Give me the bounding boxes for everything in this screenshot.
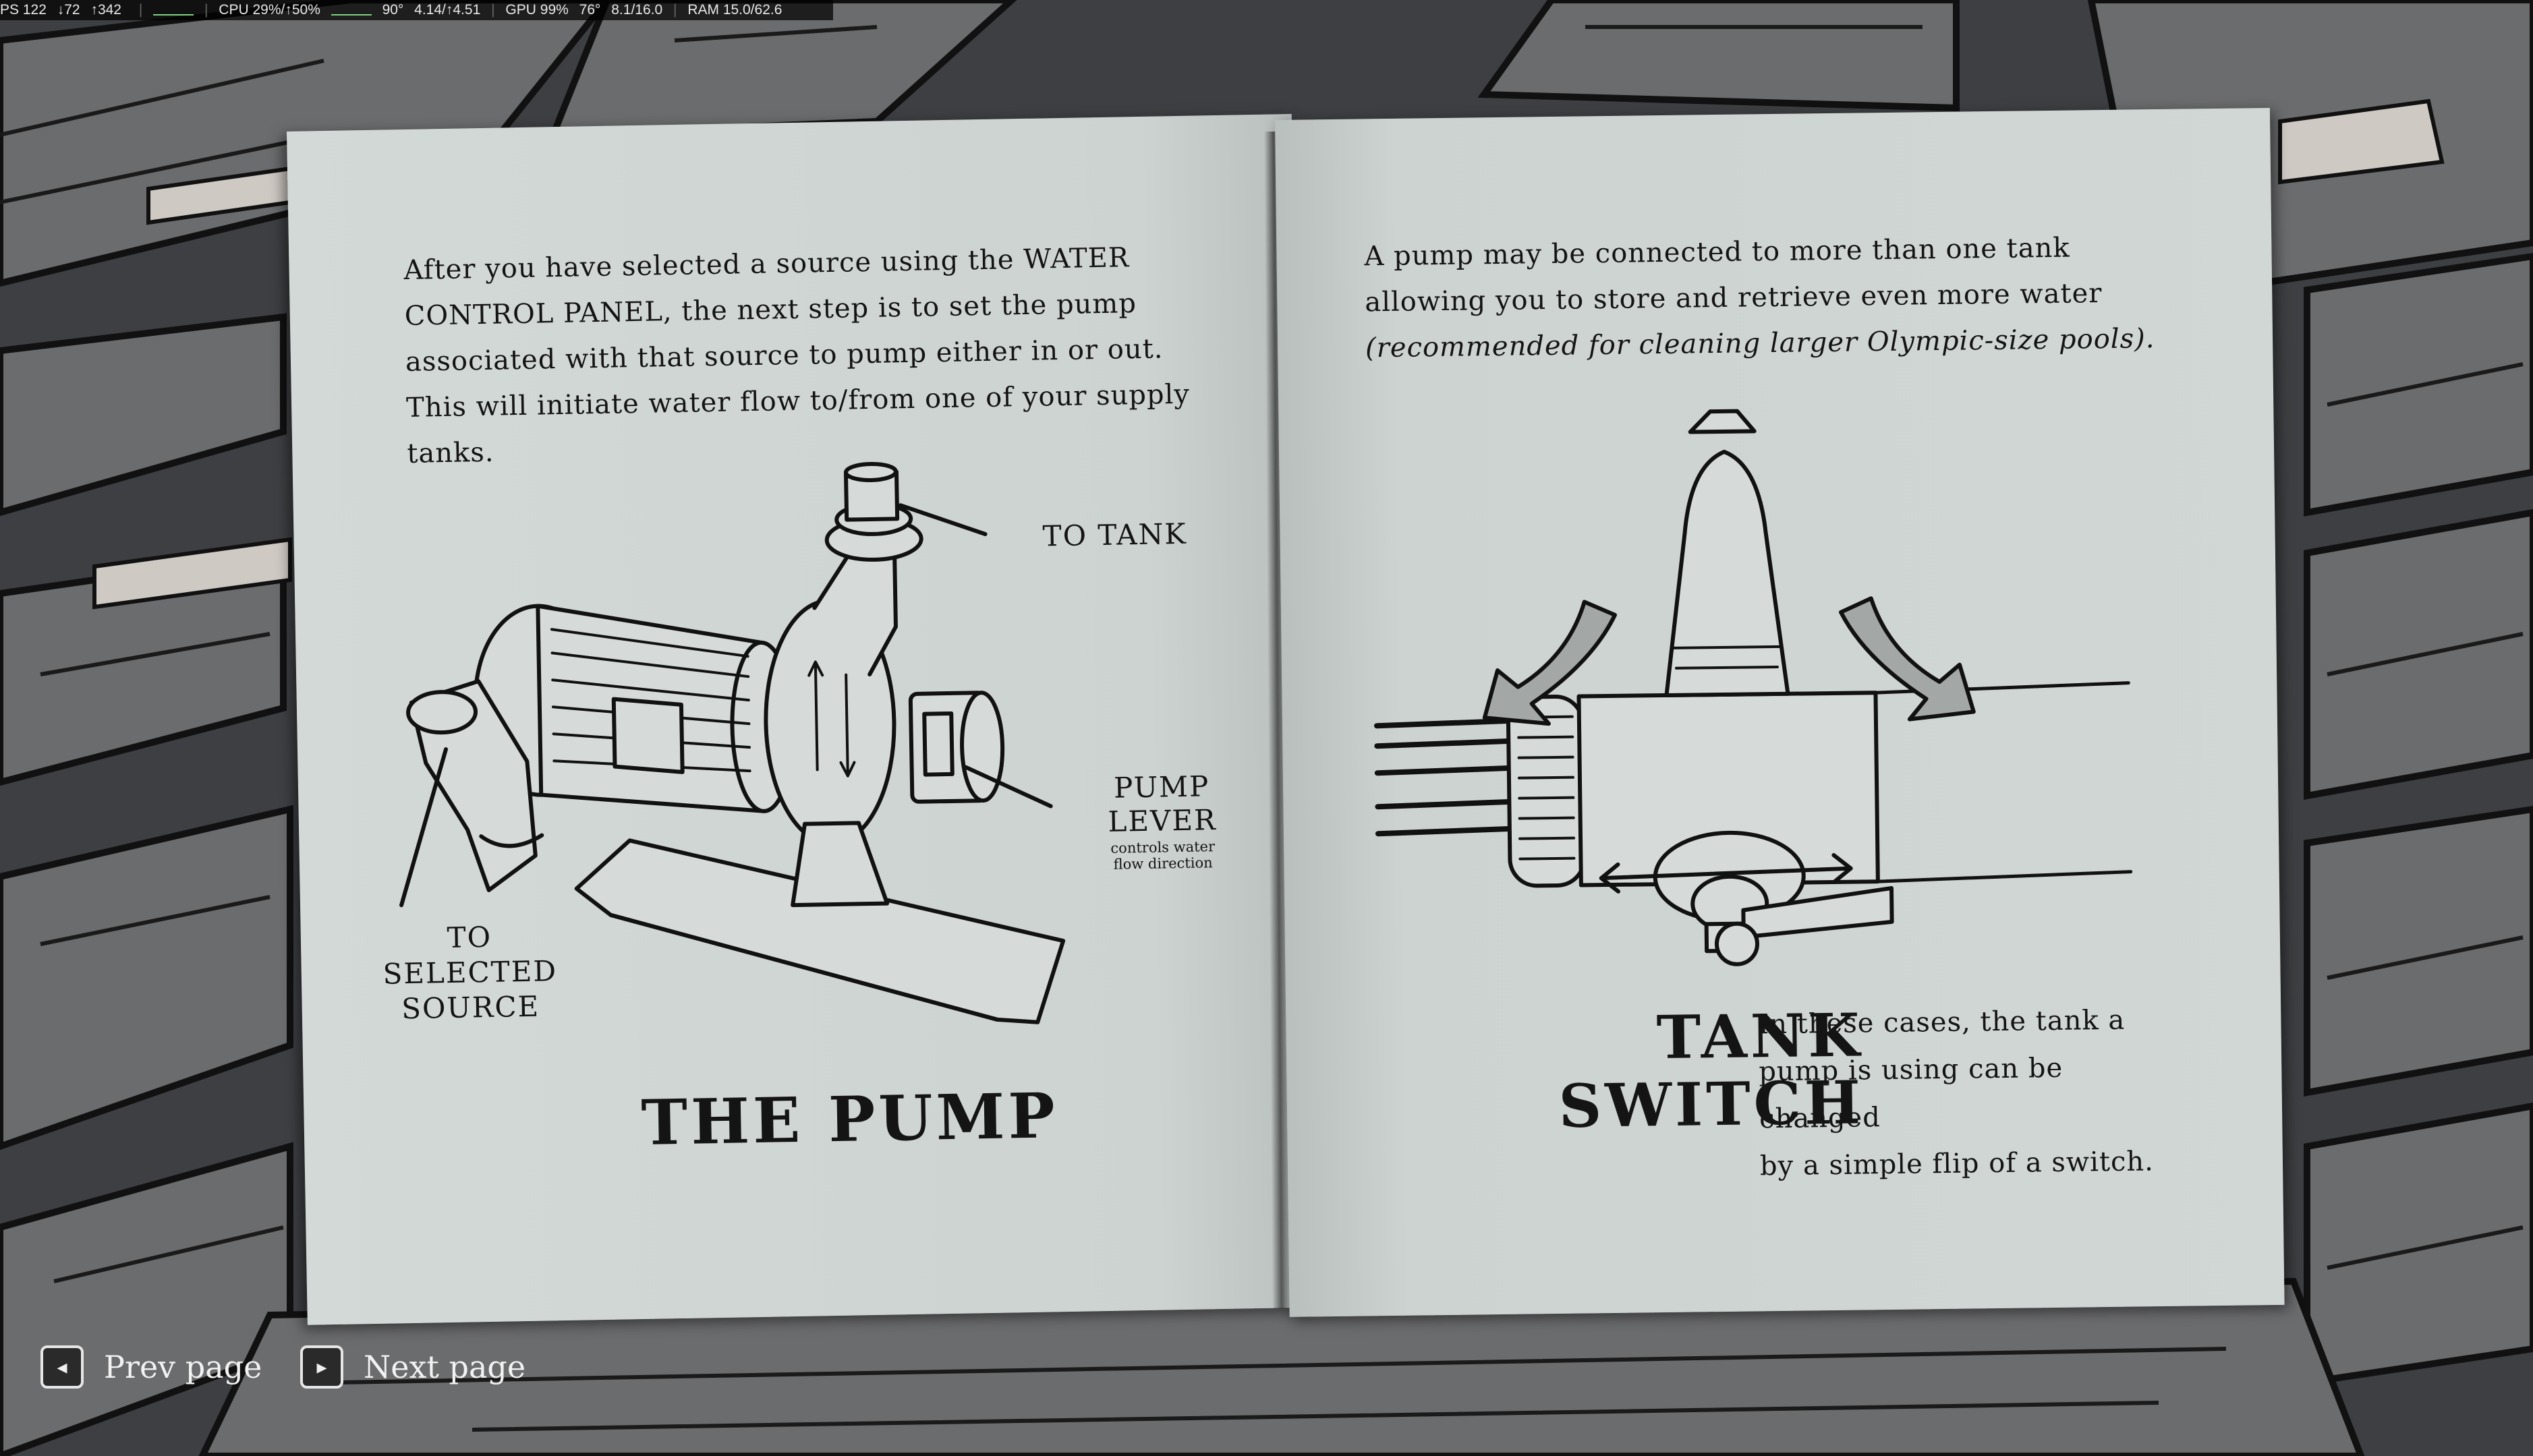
pump-illustration [399,461,1066,1024]
gpu-readout: GPU 99% [505,2,569,18]
cpu-temp: 90° [382,2,404,18]
arrow-left-icon: ◂ [40,1345,84,1389]
pump-lever-caption-line-1: controls water [1110,838,1216,856]
arrow-right-icon: ▸ [300,1345,343,1389]
frametime-graph-icon [153,5,194,16]
to-tank-label: TO TANK [1042,517,1188,553]
cpu-clock: 4.14/↑4.51 [414,2,481,18]
selected-source-label-line-1: TO [447,920,492,955]
vram-readout: 8.1/16.0 [611,2,663,18]
gpu-temp: 76° [579,2,601,18]
ram-readout: RAM 15.0/62.6 [687,2,782,18]
pump-lever-label-line-2: LEVER [1108,803,1218,838]
description-line: pump is using can be changed [1759,1052,2064,1135]
next-page-button[interactable]: ▸ Next page [300,1345,525,1389]
paragraph-italic-note: (recommended for cleaning larger Olympic… [1365,323,2155,364]
pump-page-title: THE PUMP [640,1079,1059,1160]
fps-readout: PS 122 ↓72 ↑342 [0,2,121,18]
tank-intro: A pump may be connected to more than one… [1364,224,2175,372]
pump-instructions: After you have selected a source using t… [403,234,1197,477]
manual-left-page: After you have selected a source using t… [287,113,1313,1325]
selected-source-label-line-3: SOURCE [401,989,540,1026]
tank-switch-illustration [1373,409,2133,966]
pump-lever-label-line-1: PUMP [1113,769,1210,805]
tank-switch-description: In these cases, the tank a pump is using… [1758,996,2192,1190]
prev-page-button[interactable]: ◂ Prev page [40,1345,262,1389]
description-line: In these cases, the tank a [1758,1004,2126,1041]
performance-overlay: PS 122 ↓72 ↑342 | | CPU 29%/↑50% 90° 4.1… [0,0,833,20]
next-page-label: Next page [364,1349,526,1385]
cpu-readout: CPU 29%/↑50% [219,2,320,18]
prev-page-label: Prev page [104,1349,262,1385]
description-line: by a simple flip of a switch. [1759,1146,2155,1182]
selected-source-label-line-2: SELECTED [382,954,558,991]
cpu-graph-icon [331,5,372,16]
manual-right-page: A pump may be connected to more than one… [1275,107,2285,1317]
pump-lever-caption-line-2: flow direction [1113,854,1213,873]
